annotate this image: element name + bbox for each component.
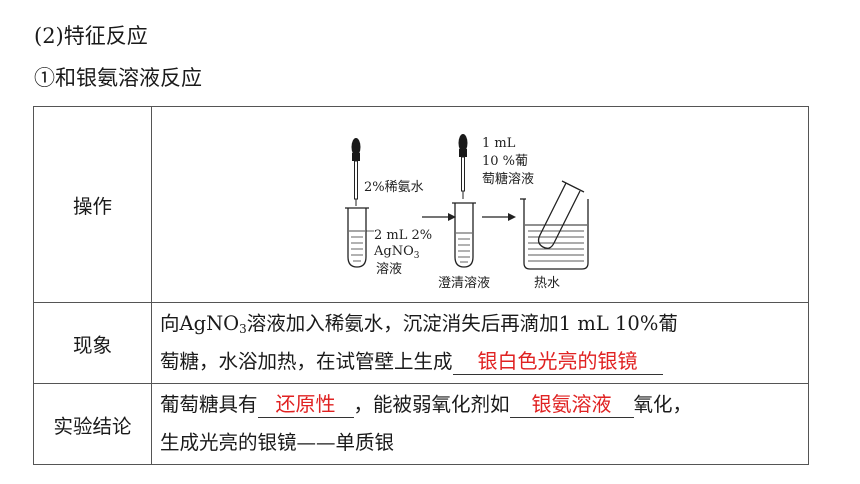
beaker xyxy=(520,198,589,270)
arrow-2 xyxy=(482,213,516,221)
phenomenon-text: 向AgNO3溶液加入稀氨水，沉淀消失后再滴加1 mL 10%葡萄糖，水浴加热，在… xyxy=(151,302,809,384)
table-row-phenomenon: 现象 向AgNO3溶液加入稀氨水，沉淀消失后再滴加1 mL 10%葡萄糖，水浴加… xyxy=(33,302,809,384)
reaction-table: 操作 2%稀氨水 xyxy=(33,106,809,465)
answer-blank-tollens: 银氨溶液 xyxy=(509,391,634,418)
table-row-conclusion: 实验结论 葡萄糖具有还原性，能被弱氧化剂如银氨溶液氧化，生成光亮的银镜——单质银 xyxy=(33,383,809,465)
row-label-phenomenon: 现象 xyxy=(33,302,152,384)
table-row-operation: 操作 2%稀氨水 xyxy=(33,106,809,303)
row-label-operation: 操作 xyxy=(33,106,152,303)
experiment-diagram: 2%稀氨水 2 mL 2% AgNO3 溶液 xyxy=(345,134,589,291)
test-tube-2 xyxy=(452,202,476,268)
dropper1-label: 2%稀氨水 xyxy=(364,180,424,195)
section-heading: (2)特征反应 xyxy=(34,24,148,48)
conclusion-text: 葡萄糖具有还原性，能被弱氧化剂如银氨溶液氧化，生成光亮的银镜——单质银 xyxy=(151,383,809,465)
answer-blank-silver-mirror: 银白色光亮的银镜 xyxy=(452,348,663,375)
tilted-test-tube xyxy=(537,180,585,249)
tube1-label-line1: 2 mL 2% xyxy=(374,228,432,243)
subheading: ①和银氨溶液反应 xyxy=(34,66,202,90)
dropper-2 xyxy=(458,134,468,199)
tube1-label-line2: AgNO3 xyxy=(373,244,420,261)
arrow-1 xyxy=(422,213,456,221)
beaker-label: 热水 xyxy=(534,276,560,291)
row-label-conclusion: 实验结论 xyxy=(33,383,152,465)
tube2-label: 澄清溶液 xyxy=(438,276,490,291)
answer-blank-reducing: 还原性 xyxy=(257,391,354,418)
dropper-1 xyxy=(351,138,361,206)
experiment-diagram-cell: 2%稀氨水 2 mL 2% AgNO3 溶液 xyxy=(151,106,809,303)
dropper2-label-line1: 1 mL xyxy=(482,136,516,151)
test-tube-1 xyxy=(345,207,369,268)
dropper2-label-line3: 萄糖溶液 xyxy=(482,171,534,187)
dropper2-label-line2: 10 %葡 xyxy=(482,154,528,169)
tube1-label-line3: 溶液 xyxy=(376,262,402,277)
